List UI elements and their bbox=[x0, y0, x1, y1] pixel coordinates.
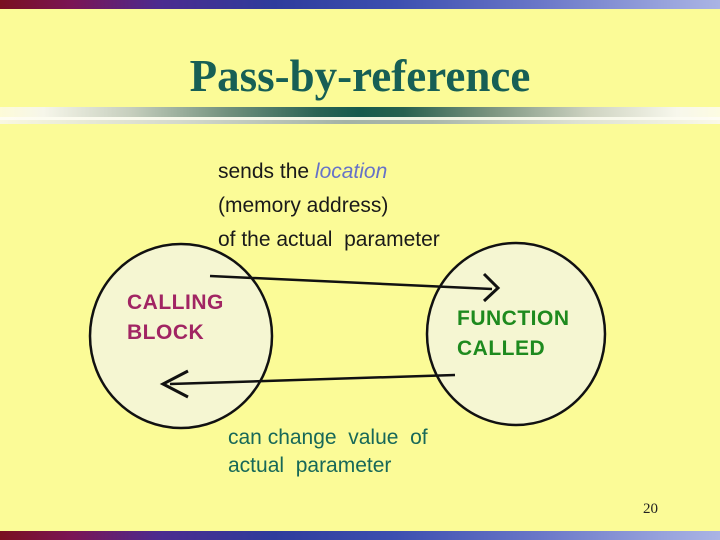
description-line-1-emphasis: location bbox=[314, 160, 388, 183]
calling-block-line-2: BLOCK bbox=[127, 321, 205, 344]
bottom-note: can change value of actual parameter bbox=[228, 424, 428, 480]
bottom-note-line-1: can change value of bbox=[228, 426, 428, 449]
page-number: 20 bbox=[643, 501, 658, 517]
slide-title: Pass-by-reference bbox=[189, 51, 531, 101]
pass-arrow bbox=[209, 272, 501, 303]
bottom-note-line-2: actual parameter bbox=[228, 454, 392, 477]
title-separator-rule bbox=[0, 107, 720, 124]
separator-highlight-strip bbox=[0, 117, 720, 120]
function-called-label: FUNCTION CALLED bbox=[457, 304, 570, 364]
return-arrow bbox=[159, 369, 456, 399]
description-line-2: (memory address) bbox=[218, 194, 389, 217]
calling-block-label: CALLING BLOCK bbox=[127, 288, 224, 348]
description-line-1: sends the location bbox=[218, 155, 440, 189]
separator-main-strip bbox=[0, 107, 720, 117]
calling-block-line-1: CALLING bbox=[127, 291, 224, 314]
top-border-bar bbox=[0, 0, 720, 9]
function-called-line-1: FUNCTION bbox=[457, 307, 570, 330]
function-called-line-2: CALLED bbox=[457, 337, 546, 360]
description-text: sends the location (memory address) of t… bbox=[218, 155, 440, 257]
bottom-border-bar bbox=[0, 531, 720, 540]
description-line-3: of the actual parameter bbox=[218, 228, 440, 251]
separator-shadow-strip bbox=[0, 120, 720, 124]
description-line-1-prefix: sends the bbox=[218, 160, 315, 183]
